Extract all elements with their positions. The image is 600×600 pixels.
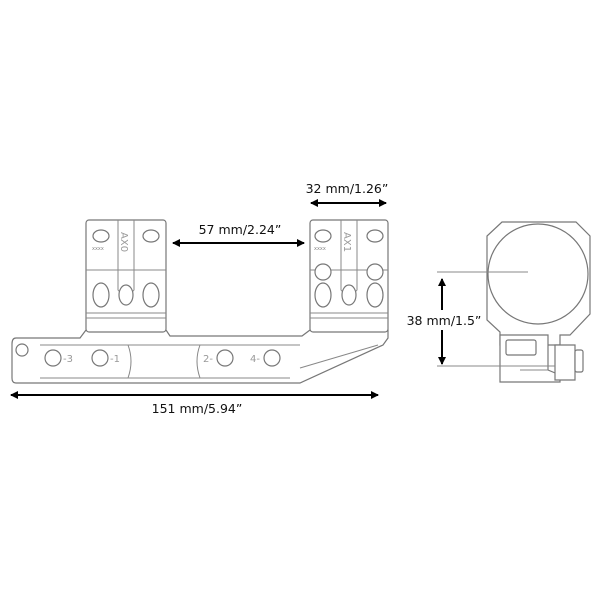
hex-screw <box>15 343 29 357</box>
rear-ring <box>309 219 389 333</box>
screw-label: 2- <box>203 354 213 365</box>
mount-base <box>11 329 389 384</box>
torx-screw <box>44 349 62 367</box>
front-ring-marking: AX0 <box>118 232 129 252</box>
serial-rear: xxxx <box>314 246 326 252</box>
ring-width-label: 32 mm/1.26” <box>306 181 389 196</box>
torx-screw <box>91 349 109 367</box>
total-length-label: 151 mm/5.94” <box>152 401 243 416</box>
rear-ring-marking: AX1 <box>341 232 352 252</box>
torx-screw <box>216 349 234 367</box>
torx-screw <box>263 349 281 367</box>
front-view <box>486 221 591 383</box>
ring-spacing-label: 57 mm/2.24” <box>199 222 282 237</box>
side-view: AX0 AX1 xxxx xxxx -3 -1 2- 4- <box>11 219 389 384</box>
screw-label: -3 <box>63 354 73 365</box>
screw-label: -1 <box>110 354 120 365</box>
screw-label: 4- <box>250 354 260 365</box>
ring-bore <box>487 223 589 325</box>
serial-front: xxxx <box>92 246 104 252</box>
center-height-label: 38 mm/1.5” <box>407 313 482 328</box>
